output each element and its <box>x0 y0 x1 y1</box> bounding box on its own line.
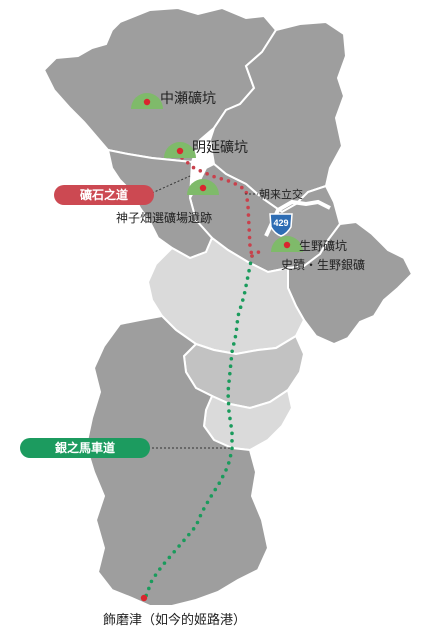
mine-label-mikobata: 神子畑選礦場遺跡 <box>116 210 212 225</box>
map-regions <box>42 6 414 607</box>
routes <box>144 156 264 598</box>
mine-dot-icon <box>143 98 151 106</box>
ore-road-route <box>180 156 254 258</box>
silver-road-label: 銀之馬車道 <box>54 440 115 455</box>
port-label: 飾磨津（如今的姬路港） <box>103 612 246 628</box>
mine-dot-icon <box>176 147 184 155</box>
interchange-label: 朝来立交 <box>259 187 303 201</box>
route-shield-icon: 429 <box>269 213 293 237</box>
silver-carriage-road-route <box>144 254 254 598</box>
mine-label-akenobe: 明延礦坑 <box>192 139 248 156</box>
mine-label-nakaze: 中瀬礦坑 <box>160 90 216 107</box>
mine-marker-mikobata <box>187 179 219 195</box>
region-himeji <box>84 314 270 607</box>
mine-label-ikuno: 生野礦坑 <box>299 238 347 253</box>
mine-marker-nakaze <box>131 93 163 109</box>
region-east <box>287 220 414 346</box>
mine-dot-icon <box>283 241 291 249</box>
ikuno-sublabel: 史蹟・生野銀礦 <box>281 257 365 272</box>
mine-marker-ikuno <box>271 236 303 252</box>
mine-marker-akenobe <box>164 142 196 158</box>
port-dot-icon <box>140 594 148 602</box>
route-shield-number: 429 <box>273 218 288 228</box>
ikuno-connector <box>250 248 264 258</box>
ore-road-label: 礦石之道 <box>80 187 128 202</box>
mine-dot-icon <box>199 184 207 192</box>
ore-road-pill: 礦石之道 <box>54 175 191 205</box>
ore-road-leader <box>151 175 191 194</box>
silver-road-pill: 銀之馬車道 <box>20 438 230 458</box>
